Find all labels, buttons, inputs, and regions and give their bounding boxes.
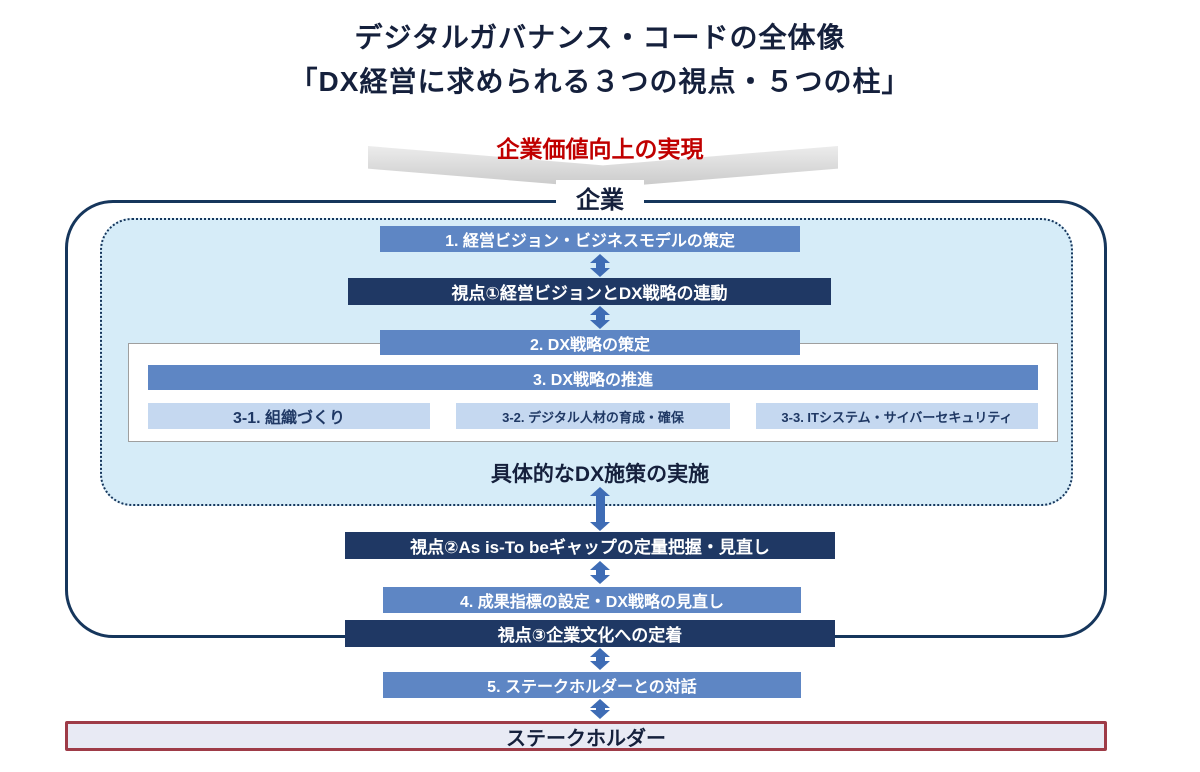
viewpoint2-bar: 視点②As is-To beギャップの定量把握・見直し — [345, 532, 835, 559]
implementation-label: 具体的なDX施策の実施 — [490, 463, 710, 486]
arrow-stem — [595, 496, 605, 522]
double-arrow-1 — [590, 254, 610, 277]
step3-2-box: 3-2. デジタル人材の育成・確保 — [456, 403, 730, 429]
goal-label: 企業価値向上の実現 — [496, 136, 704, 162]
page-title-line1: デジタルガバナンス・コードの全体像 — [354, 22, 846, 53]
step3-1-box: 3-1. 組織づくり — [148, 403, 430, 429]
viewpoint1-bar: 視点①経営ビジョンとDX戦略の連動 — [348, 278, 831, 305]
arrow-head-down — [590, 661, 610, 670]
double-arrow-2 — [590, 306, 610, 329]
company-label: 企業 — [556, 180, 644, 215]
arrow-stem — [595, 263, 605, 268]
arrow-head-down — [590, 522, 610, 531]
arrow-head-down — [590, 320, 610, 329]
arrow-head-up — [590, 561, 610, 570]
arrow-head-up — [590, 648, 610, 657]
double-arrow-5 — [590, 648, 610, 670]
step3-bar: 3. DX戦略の推進 — [148, 365, 1038, 390]
stakeholder-bar: ステークホルダー — [65, 721, 1107, 751]
step5-bar: 5. ステークホルダーとの対話 — [383, 672, 801, 698]
arrow-head-up — [590, 699, 610, 708]
arrow-stem — [595, 315, 605, 320]
arrow-head-down — [590, 268, 610, 277]
arrow-head-down — [590, 710, 610, 719]
double-arrow-3 — [590, 487, 610, 531]
page-title-line2: 「DX経営に求められる３つの視点・５つの柱」 — [289, 66, 911, 97]
step2-bar: 2. DX戦略の策定 — [380, 330, 800, 355]
double-arrow-6 — [590, 699, 610, 719]
arrow-head-up — [590, 254, 610, 263]
viewpoint3-bar: 視点③企業文化への定着 — [345, 620, 835, 647]
arrow-stem — [595, 570, 605, 575]
step4-bar: 4. 成果指標の設定・DX戦略の見直し — [383, 587, 801, 613]
arrow-stem — [595, 708, 605, 710]
arrow-head-up — [590, 487, 610, 496]
arrow-head-up — [590, 306, 610, 315]
double-arrow-4 — [590, 561, 610, 584]
step1-bar: 1. 経営ビジョン・ビジネスモデルの策定 — [380, 226, 800, 252]
arrow-stem — [595, 657, 605, 661]
step3-3-box: 3-3. ITシステム・サイバーセキュリティ — [756, 403, 1038, 429]
arrow-head-down — [590, 575, 610, 584]
